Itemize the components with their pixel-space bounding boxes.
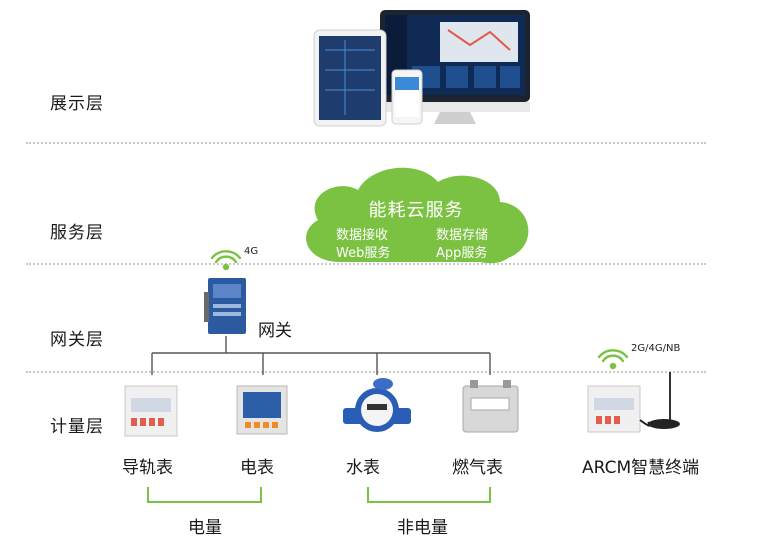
cloud-title: 能耗云服务	[368, 200, 464, 221]
layer-label-gateway: 网关层	[50, 330, 104, 350]
gateway-signal-label: 4G	[244, 246, 259, 257]
cloud-item-web-service: Web服务	[336, 246, 391, 261]
separator-service-gateway	[26, 263, 706, 265]
device-label-water-meter: 水表	[346, 458, 380, 478]
water-meter-illustration	[343, 378, 411, 432]
layer-label-metering: 计量层	[50, 417, 104, 437]
cloud-item-data-receive: 数据接收	[336, 228, 389, 243]
device-label-rail-meter: 导轨表	[122, 458, 173, 478]
device-label-electric-meter: 电表	[240, 458, 274, 478]
cloud-service: 能耗云服务 数据接收 数据存储 Web服务 App服务	[298, 162, 534, 266]
cloud-item-data-storage: 数据存储	[436, 228, 489, 243]
layer-label-display: 展示层	[50, 94, 104, 114]
display-devices-illustration	[313, 10, 530, 127]
rail-meter-illustration	[124, 385, 178, 437]
gas-meter-illustration	[462, 380, 519, 433]
arcm-signal-label: 2G/4G/NB	[631, 343, 681, 354]
gateway-wifi-icon	[210, 250, 242, 271]
gateway-illustration	[204, 278, 246, 334]
cloud-item-app-service: App服务	[436, 246, 488, 261]
bus-lines	[151, 336, 491, 375]
separator-display-service	[26, 142, 706, 144]
electric-meter-illustration	[236, 385, 288, 435]
group-label-non-electric: 非电量	[397, 518, 448, 538]
device-label-gas-meter: 燃气表	[452, 458, 503, 478]
group-label-electric: 电量	[188, 518, 222, 538]
cloud-shape	[306, 167, 529, 264]
separator-gateway-metering	[26, 371, 706, 373]
device-label-arcm-terminal: ARCM智慧终端	[582, 458, 700, 478]
group-brackets	[147, 487, 491, 503]
arcm-wifi-icon	[597, 349, 629, 370]
gateway-label: 网关	[258, 321, 292, 341]
arcm-illustration	[587, 372, 680, 433]
layer-label-service: 服务层	[50, 223, 104, 243]
